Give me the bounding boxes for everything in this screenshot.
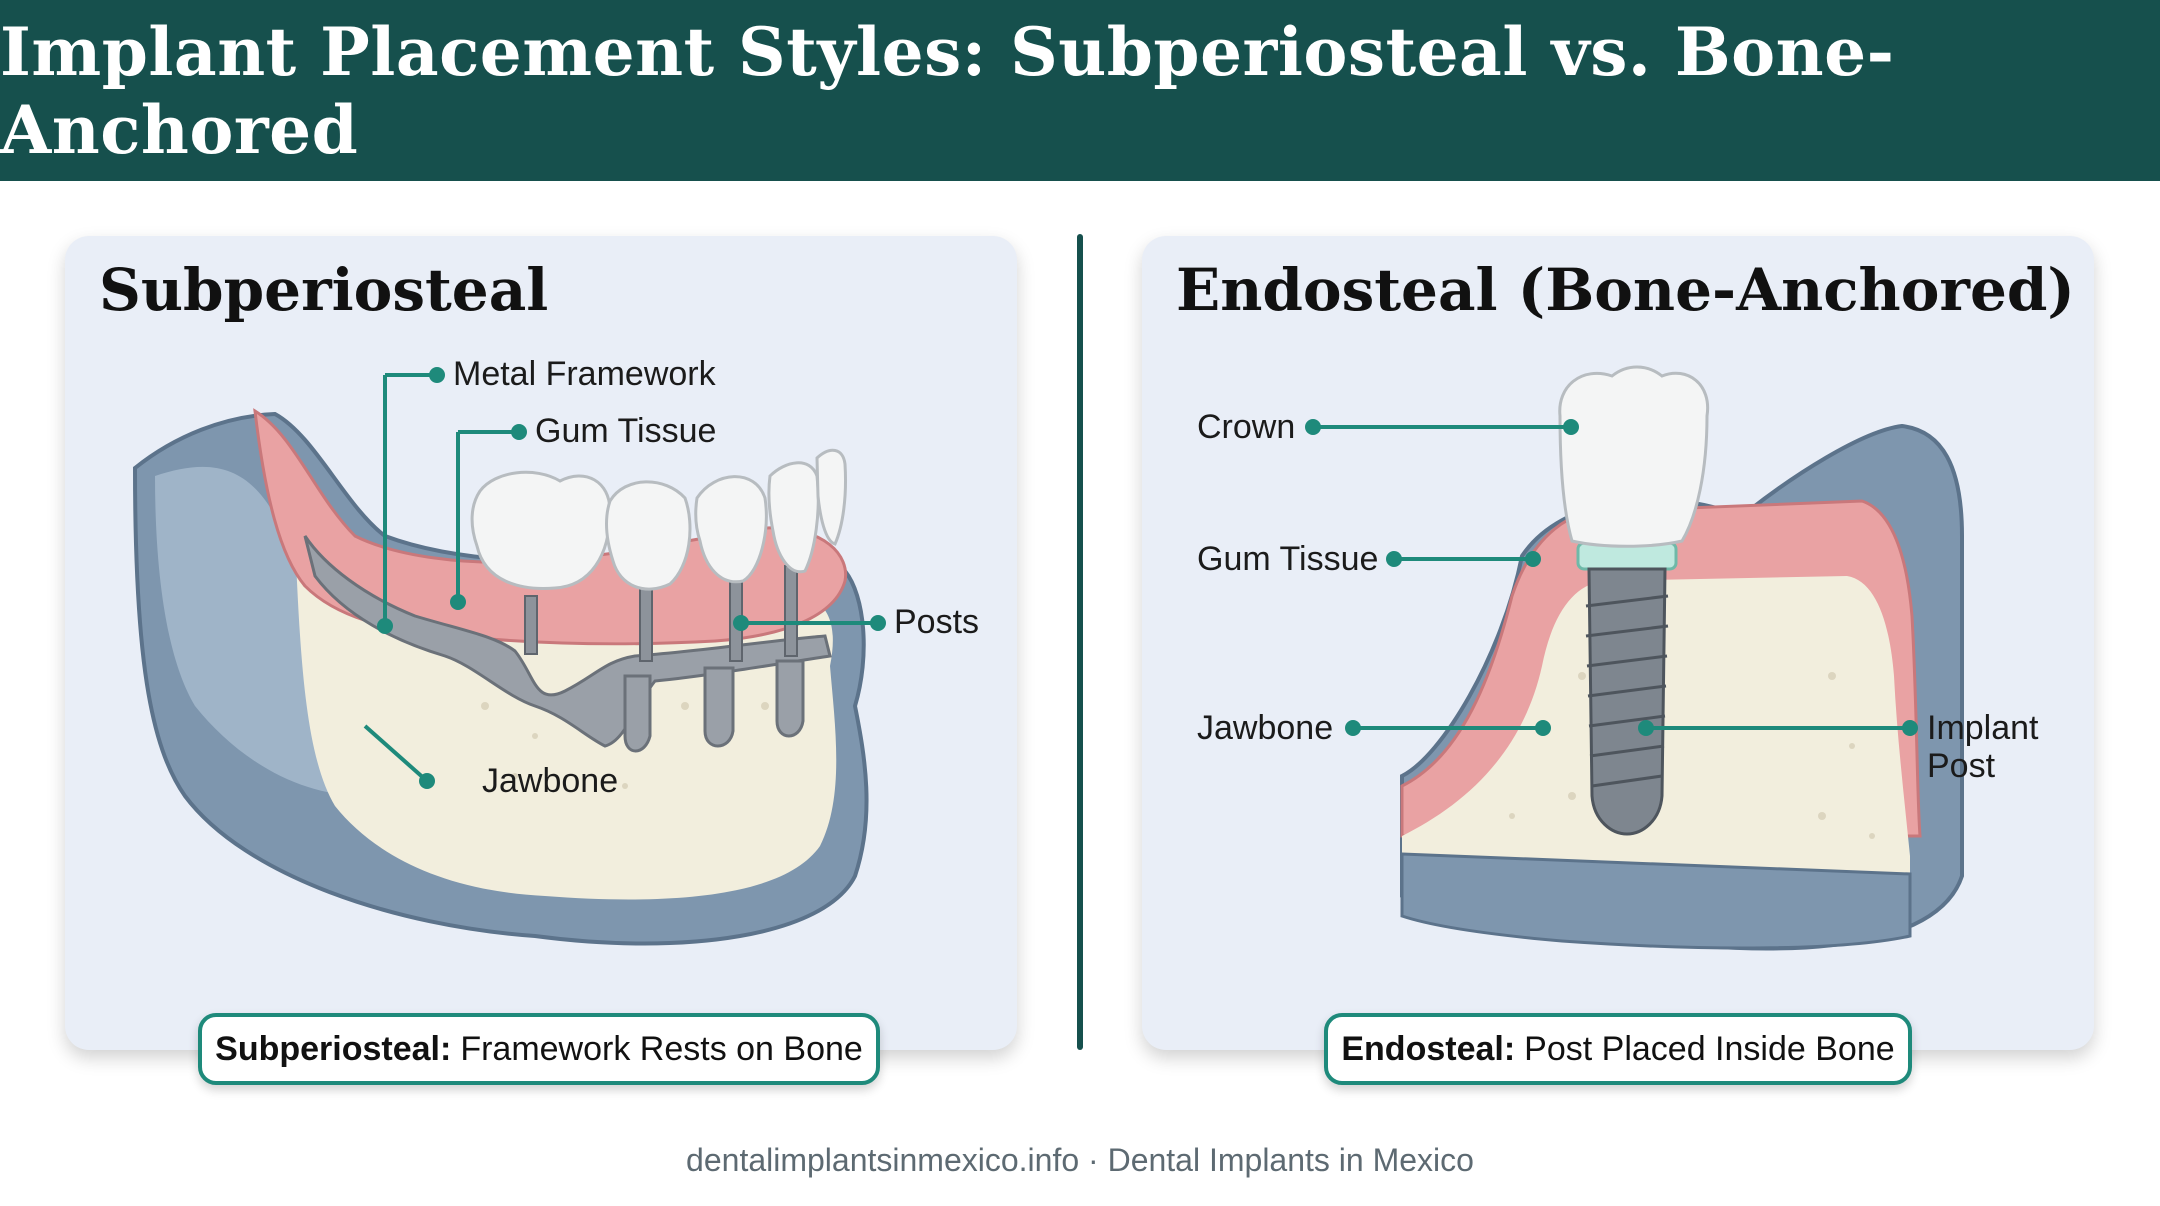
tooth-canine [694,475,768,584]
tooth-incisor-1 [767,461,820,574]
implant-threads [1585,594,1669,788]
panel-divider [1077,234,1083,1050]
framework-leg-1 [623,674,652,753]
post-2 [639,585,653,662]
subperiosteal-panel: Subperiosteal [65,236,1017,1050]
label-crown: Crown [1197,408,1296,446]
post-4 [784,565,798,657]
label-jawbone-right: Jawbone [1197,709,1334,747]
implant-post-shape [1587,567,1667,836]
metal-framework-shape [303,535,832,748]
framework-leg-3 [775,659,805,738]
right-leader-dots [1305,419,1918,736]
label-jawbone-left: Jawbone [482,762,619,800]
label-gum-tissue-right: Gum Tissue [1197,540,1379,578]
page-title: Implant Placement Styles: Subperiosteal … [0,12,1895,169]
framework-leg-2 [703,666,735,748]
endosteal-caption-bold: Endosteal: [1341,1029,1516,1068]
bone-base [1400,852,1912,950]
subperiosteal-caption-bold: Subperiosteal: [215,1029,452,1068]
label-posts: Posts [894,603,980,641]
left-leader-lines [363,373,878,783]
footer-attribution: dentalimplantsinmexico.info · Dental Imp… [686,1142,1474,1178]
crown-shape [1558,365,1710,548]
right-leader-lines [1313,425,1910,730]
subperiosteal-illustration [132,367,886,946]
tooth-incisor-2 [815,448,847,546]
label-implant-post-line1: Implant [1927,709,2039,747]
tooth-premolar [605,480,692,591]
label-implant-post-line2: Post [1927,747,1996,785]
subperiosteal-caption-text: Framework Rests on Bone [460,1029,863,1068]
label-gum-tissue-left: Gum Tissue [535,412,717,450]
subperiosteal-title: Subperiosteal [99,256,549,324]
label-metal-framework: Metal Framework [453,355,716,393]
endosteal-caption: Endosteal: Post Placed Inside Bone [1324,1013,1912,1085]
left-leader-dots [377,367,886,789]
endosteal-panel: Endosteal (Bone-Anchored) [1142,236,2094,1050]
subperiosteal-caption: Subperiosteal: Framework Rests on Bone [198,1013,880,1085]
endosteal-illustration [1305,365,1964,951]
post-1 [524,595,538,655]
gum-tissue-shape [253,408,848,646]
tooth-molar [470,470,612,590]
header-banner: Implant Placement Styles: Subperiosteal … [0,0,2160,181]
endosteal-caption-text: Post Placed Inside Bone [1524,1029,1895,1068]
endosteal-title: Endosteal (Bone-Anchored) [1176,256,2075,324]
